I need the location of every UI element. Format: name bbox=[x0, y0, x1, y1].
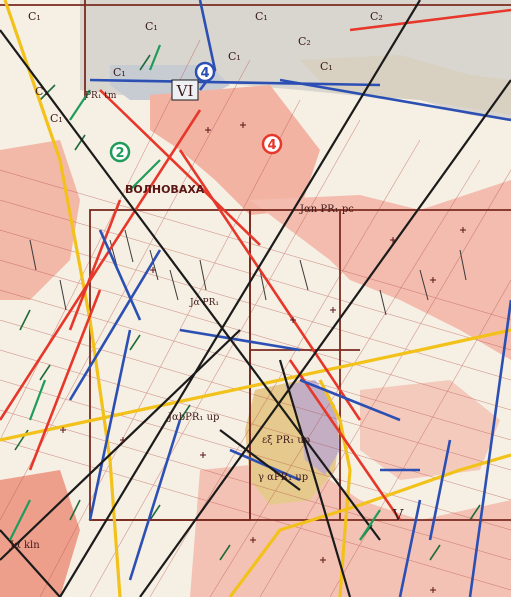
unit-label-left-top: C₁ bbox=[35, 85, 48, 98]
unit-label-center-right: Jαn PR₁ pc bbox=[299, 204, 354, 215]
marker-blue-label: 4 bbox=[200, 66, 209, 81]
marker-green-label: 2 bbox=[115, 146, 124, 161]
unit-label-small-center: Jα PR₁ bbox=[189, 298, 219, 308]
marker-red-4: 4 bbox=[261, 133, 283, 155]
faults-red bbox=[0, 8, 511, 521]
unit-label-c1-d: C₁ bbox=[320, 60, 333, 73]
block-label-bottom-text: V bbox=[392, 506, 405, 524]
unit-purple-center bbox=[285, 380, 340, 475]
unit-granite-left bbox=[0, 140, 80, 300]
unit-label-left-mid: C₁ bbox=[50, 112, 63, 125]
unit-ochre-top bbox=[300, 55, 511, 115]
faults-blue bbox=[68, 0, 511, 597]
unit-label-bottom-left: Jα kln bbox=[9, 540, 40, 551]
marker-red-label: 4 bbox=[267, 138, 276, 153]
granite-plus-symbols bbox=[60, 122, 466, 593]
unit-granite-b bbox=[250, 180, 511, 360]
unit-label-center-left: JαbPR₁ up bbox=[167, 412, 219, 423]
unit-label-upper-mid: C₁ bbox=[113, 66, 126, 79]
marker-green-2: 2 bbox=[109, 141, 131, 163]
unit-label-center-bottom2: γ αPR₁ up bbox=[258, 472, 308, 483]
unit-label-top-left: C₁ bbox=[28, 10, 41, 23]
unit-label-center-bottom: εξ PR₁ up bbox=[262, 435, 310, 446]
unit-label-c1-c: C₁ bbox=[228, 50, 241, 63]
unit-label-c2-b: C₂ bbox=[370, 10, 383, 23]
lineation-texture bbox=[0, 39, 511, 597]
block-label-bottom: V bbox=[392, 506, 405, 524]
marker-blue-4: 4 bbox=[194, 61, 216, 83]
foliation-marks bbox=[29, 229, 467, 316]
block-label-top-text: VI bbox=[176, 82, 194, 100]
city-label: ВОЛНОВАХА bbox=[125, 183, 205, 196]
unit-granite-a bbox=[150, 85, 320, 215]
unit-granite-right bbox=[360, 380, 500, 480]
unit-label-c1-b: C₁ bbox=[255, 10, 268, 23]
faults-green bbox=[9, 44, 381, 541]
block-label-top: VI bbox=[171, 79, 199, 101]
unit-label-c1-a: C₁ bbox=[145, 20, 158, 33]
unit-label-prt: PR₁ tm bbox=[85, 91, 117, 101]
unit-label-c2-a: C₂ bbox=[298, 35, 311, 48]
